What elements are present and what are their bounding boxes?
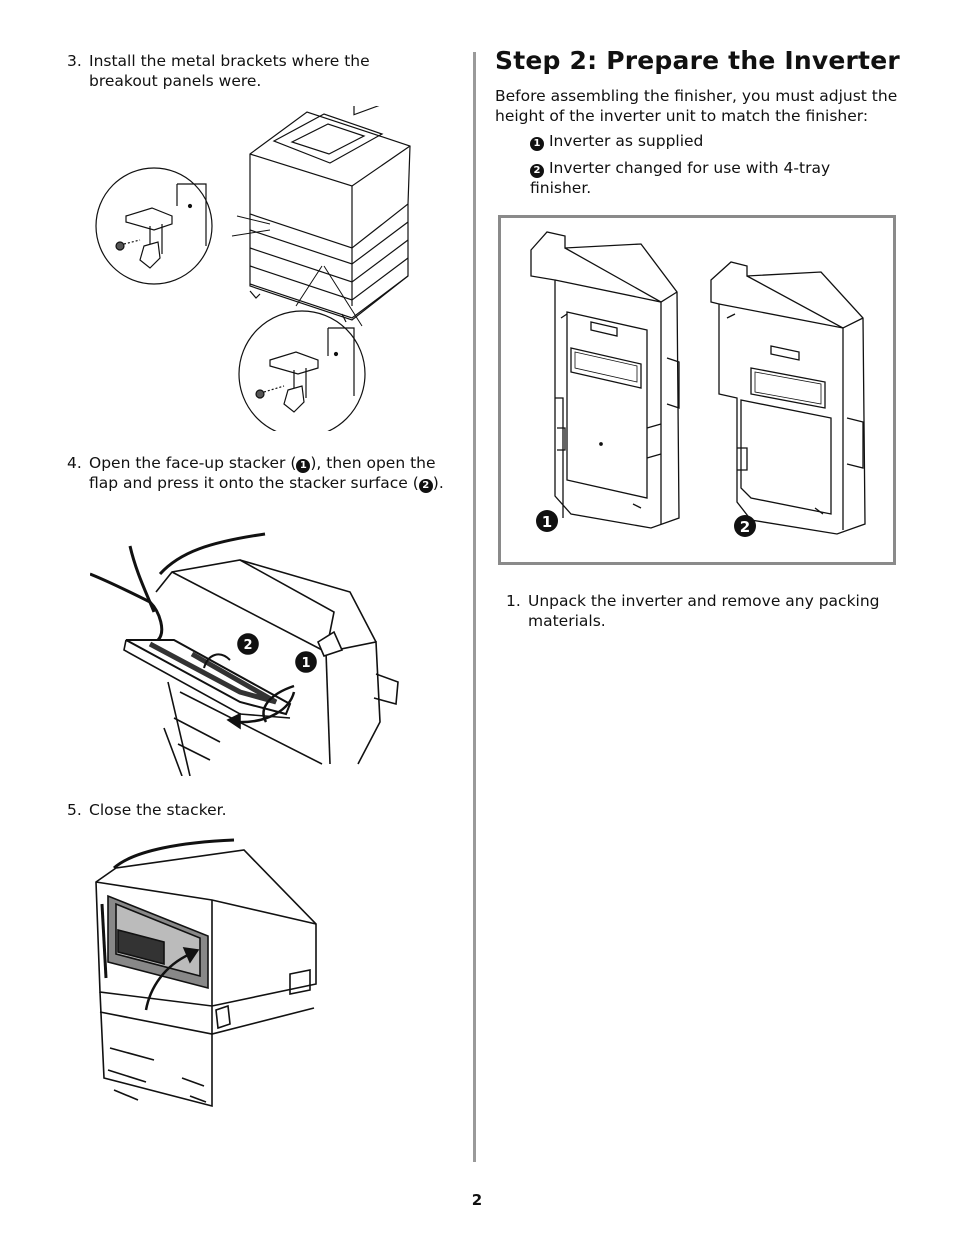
open-stacker-figure: 2 1: [90, 532, 400, 776]
step-number: 3.: [67, 52, 82, 70]
inverter-figure: 1 2: [530, 231, 866, 537]
step-text: Close the stacker.: [89, 801, 227, 819]
section-title: Step 2: Prepare the Inverter: [495, 46, 900, 75]
close-stacker-figure: [94, 838, 324, 1114]
callout-marker-2: 2: [418, 479, 433, 493]
figure-label-2: 2: [243, 638, 252, 653]
step-number: 5.: [67, 801, 82, 819]
step-number: 1.: [506, 592, 521, 610]
bullet-text: Inverter changed for use with 4-tray fin…: [530, 159, 831, 197]
bullet-marker-1: 1: [530, 137, 544, 151]
inverter-figure-frame: 1 2: [498, 215, 896, 565]
bullet-marker-2: 2: [530, 164, 544, 178]
inverter-label-2: 2: [740, 518, 750, 536]
page-number: 2: [471, 1191, 483, 1209]
figure-label-1: 1: [301, 656, 310, 671]
left-column: 3. Install the metal brackets where the …: [0, 0, 474, 1235]
callout-marker-1: 1: [296, 459, 311, 473]
bullet-1: 1 Inverter as supplied: [530, 131, 900, 151]
bracket-install-figure: [92, 106, 412, 431]
step-text: Install the metal brackets where the bre…: [89, 52, 370, 90]
step-number: 4.: [67, 454, 82, 472]
right-column: Step 2: Prepare the Inverter Before asse…: [478, 0, 954, 1235]
step-text: Open the face-up stacker (1), then open …: [89, 454, 444, 493]
step-text: Unpack the inverter and remove any packi…: [528, 592, 880, 630]
column-divider: [473, 52, 476, 1162]
inverter-label-1: 1: [542, 513, 552, 531]
intro-paragraph: Before assembling the finisher, you must…: [495, 87, 898, 125]
bullet-2: 2 Inverter changed for use with 4-tray f…: [530, 158, 870, 198]
bullet-text: Inverter as supplied: [548, 132, 704, 150]
